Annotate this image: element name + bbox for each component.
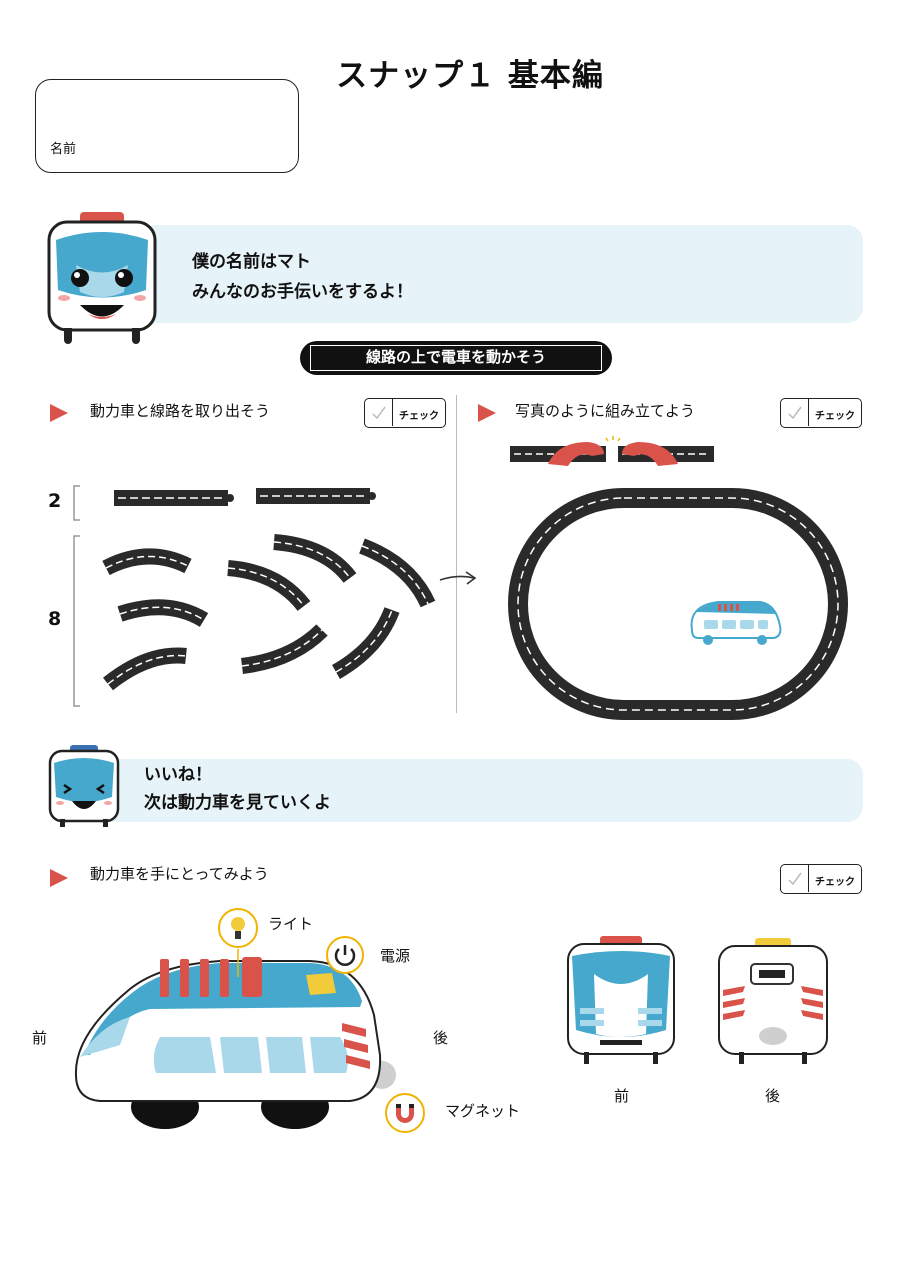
power-icon (326, 936, 364, 974)
intro-line-1: 僕の名前はマト (192, 252, 311, 272)
name-field[interactable]: 名前 (35, 79, 299, 173)
power-car-side-illustration (74, 957, 396, 1129)
lightbulb-icon (218, 908, 258, 977)
play-triangle-icon (50, 869, 68, 887)
mascot-small (48, 745, 120, 827)
oval-track-illustration (508, 488, 848, 720)
side-front-label: 前 (32, 1029, 48, 1047)
mascot-large (47, 212, 157, 344)
arrow-right-icon (439, 571, 477, 585)
step-1-label: 動力車と線路を取り出そう (90, 402, 271, 420)
praise-line-1: いいね！ (144, 765, 212, 785)
play-triangle-icon (478, 404, 496, 422)
step-3-check[interactable]: チェック (780, 864, 862, 894)
curve-count: 8 (48, 608, 62, 630)
power-car-back-illustration (718, 938, 828, 1064)
page-title: スナップ１ 基本編 (336, 58, 604, 94)
praise-line-2: 次は動力車を見ていくよ (144, 793, 331, 813)
check-mark-icon (788, 406, 802, 420)
step-1-check[interactable]: チェック (364, 398, 446, 428)
step-2-label: 写真のように組み立てよう (515, 402, 696, 420)
magnet-label: マグネット (445, 1102, 521, 1120)
step-2-check[interactable]: チェック (780, 398, 862, 428)
light-label: ライト (268, 915, 314, 933)
step-3-label: 動力車を手にとってみよう (90, 865, 269, 883)
praise-bubble: いいね！ 次は動力車を見ていくよ (100, 759, 863, 822)
side-back-label: 後 (433, 1029, 449, 1047)
check-label: チェック (399, 411, 439, 422)
play-triangle-icon (50, 404, 68, 422)
straight-count: 2 (48, 490, 62, 512)
column-divider (456, 395, 457, 713)
section-banner-text: 線路の上で電車を動かそう (310, 345, 602, 371)
track-connect-illustration (510, 436, 714, 466)
name-label: 名前 (50, 142, 77, 157)
intro-line-2: みんなのお手伝いをするよ！ (192, 282, 413, 302)
check-mark-icon (788, 872, 802, 886)
check-label: チェック (815, 411, 855, 422)
power-label: 電源 (380, 947, 411, 965)
check-mark-icon (372, 406, 386, 420)
view-front-label: 前 (614, 1087, 630, 1105)
check-label: チェック (815, 877, 855, 888)
view-back-label: 後 (765, 1087, 781, 1105)
power-car-front-illustration (567, 936, 675, 1064)
intro-bubble: 僕の名前はマト みんなのお手伝いをするよ！ (140, 225, 863, 323)
magnet-icon (385, 1093, 425, 1133)
track-parts-illustration (73, 485, 436, 707)
section-banner: 線路の上で電車を動かそう (300, 341, 612, 375)
